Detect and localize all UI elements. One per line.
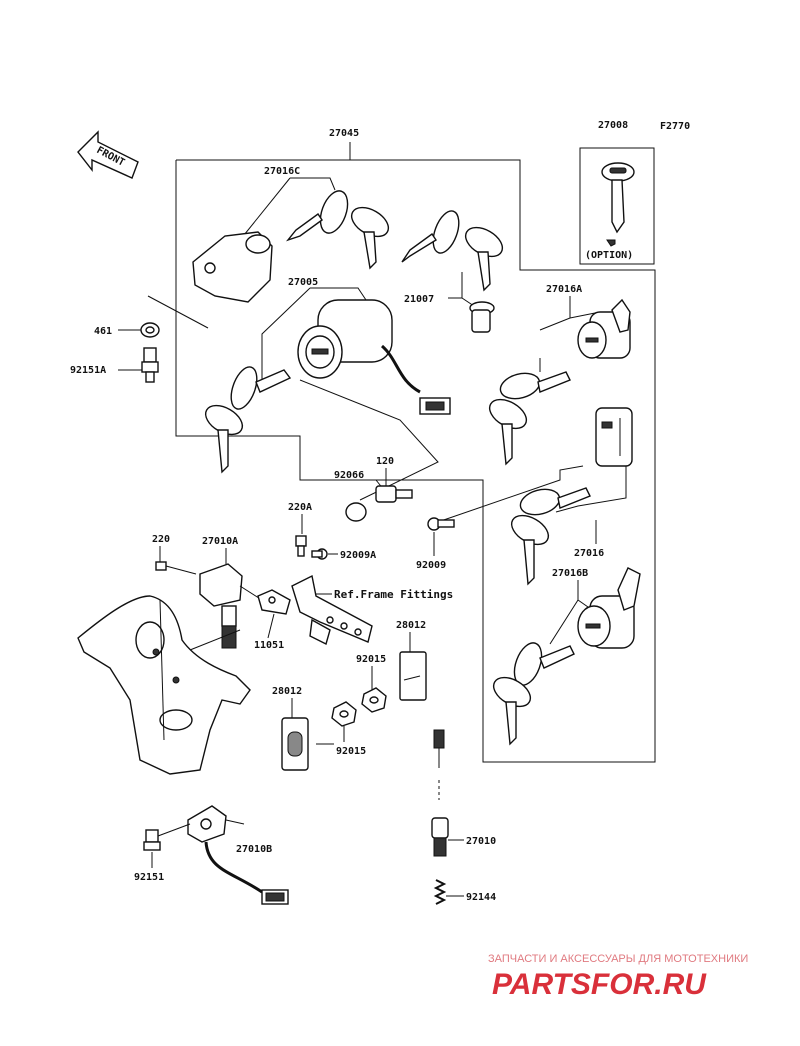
key-icon-27016-2	[510, 514, 550, 586]
option-label: (OPTION)	[585, 250, 633, 261]
label-461: 461	[94, 326, 112, 337]
label-27016: 27016	[574, 548, 604, 559]
key-icon-27016-1	[519, 487, 591, 516]
label-92015-upper: 92015	[356, 654, 386, 665]
screw-92009A	[311, 548, 328, 560]
label-27045: 27045	[329, 128, 359, 139]
lock-set-frame	[175, 142, 656, 763]
label-92009A: 92009A	[340, 550, 376, 561]
key-icon-27016A-2	[488, 398, 528, 466]
reflector-28012-lower	[281, 717, 309, 771]
label-27016A: 27016A	[546, 284, 582, 295]
lock-27016A	[577, 298, 631, 359]
key-icon-27005-2	[204, 404, 244, 474]
label-27010B: 27010B	[236, 844, 272, 855]
lock-27016B	[577, 567, 641, 649]
bolt-92151A	[141, 347, 159, 383]
lock-27016	[595, 407, 633, 467]
option-key-icon	[601, 162, 635, 234]
label-27010A: 27010A	[202, 536, 238, 547]
label-28012-upper: 28012	[396, 620, 426, 631]
label-27016C: 27016C	[264, 166, 300, 177]
ref-frame-fittings: Ref.Frame Fittings	[334, 588, 453, 601]
switch-27010B	[187, 805, 289, 905]
label-92144: 92144	[466, 892, 496, 903]
label-92015-lower: 92015	[336, 746, 366, 757]
key-icon-21007-1	[401, 210, 460, 263]
key-icon-27005-1	[230, 366, 292, 410]
cap-21007	[469, 301, 495, 333]
watermark-logo: PARTSFOR.RU	[492, 968, 707, 1001]
diagram-code: F2770	[660, 121, 690, 132]
washer-120	[345, 502, 367, 522]
bracket-lock-27016C	[192, 231, 273, 303]
frame-illustration	[77, 595, 251, 775]
label-11051: 11051	[254, 640, 284, 651]
frame-fitting-plate	[291, 574, 373, 646]
label-21007: 21007	[404, 294, 434, 305]
nut-92015-lower	[331, 701, 357, 727]
key-icon-27016B-2	[492, 676, 532, 746]
nut-92015-upper	[361, 687, 387, 713]
bolt-92066	[375, 485, 413, 503]
key-icon-27016C-2	[350, 206, 390, 270]
spring-92144	[433, 879, 447, 905]
label-27008: 27008	[598, 120, 628, 131]
bolt-220	[155, 561, 197, 575]
key-icon-21007-2	[464, 226, 504, 292]
label-220: 220	[152, 534, 170, 545]
nut-461	[140, 322, 160, 338]
label-220A: 220A	[288, 502, 312, 513]
label-120: 120	[376, 456, 394, 467]
watermark-tagline: ЗАПЧАСТИ И АКСЕССУАРЫ ДЛЯ МОТОТЕХНИКИ	[488, 953, 748, 965]
label-27005: 27005	[288, 277, 318, 288]
screw-92009	[427, 517, 455, 531]
label-27016B: 27016B	[552, 568, 588, 579]
key-icon-27016B-1	[513, 642, 575, 686]
bracket-11051	[257, 589, 291, 615]
switch-27010A	[199, 563, 263, 649]
switch-27010	[431, 729, 449, 857]
label-92009: 92009	[416, 560, 446, 571]
ignition-switch-27005	[297, 299, 451, 415]
label-27010: 27010	[466, 836, 496, 847]
key-icon-27016C-1	[285, 190, 349, 242]
label-92151A: 92151A	[70, 365, 106, 376]
option-key-box	[579, 147, 655, 265]
watermark: ЗАПЧАСТИ И АКСЕССУАРЫ ДЛЯ МОТОТЕХНИКИ PA…	[488, 953, 748, 1001]
front-arrow-icon: FRONT	[77, 130, 139, 179]
label-92066: 92066	[334, 470, 364, 481]
key-icon-27016A-1	[499, 371, 571, 400]
bolt-92151	[143, 823, 191, 851]
bolt-220A	[295, 535, 307, 557]
reflector-28012-upper	[399, 651, 427, 701]
label-92151: 92151	[134, 872, 164, 883]
label-28012-lower: 28012	[272, 686, 302, 697]
